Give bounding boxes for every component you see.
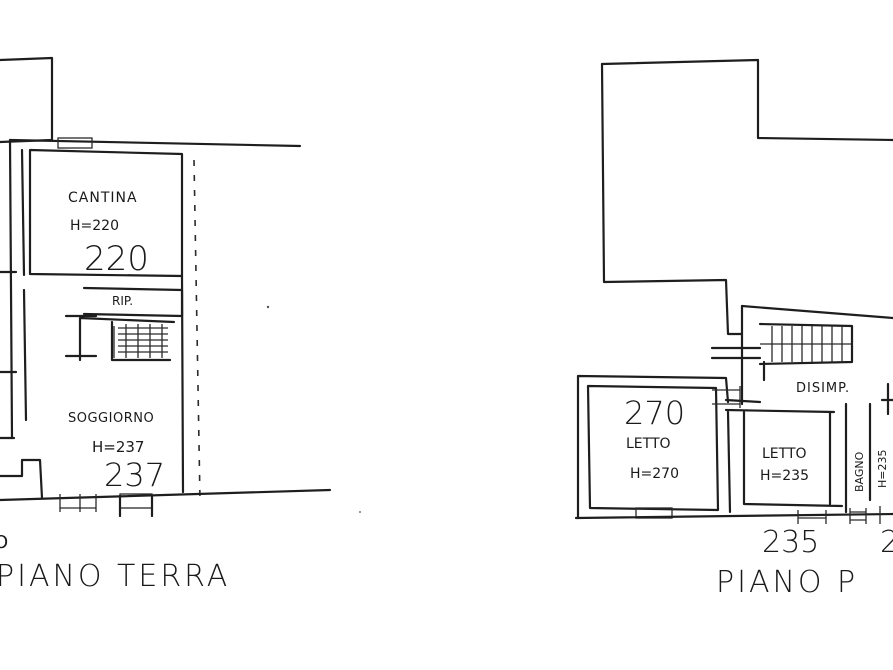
disimpegno-label: DISIMP. xyxy=(796,381,850,396)
ground-floor-left-wall xyxy=(8,138,14,440)
soggiorno-height-label: H=237 xyxy=(92,438,144,456)
bagno-walls xyxy=(844,402,872,514)
cantina-height-label: H=220 xyxy=(70,218,119,234)
bagno-height-label: H=235 xyxy=(876,450,889,488)
cantina-height-value: 220 xyxy=(84,239,149,279)
first-floor-upper-outline xyxy=(600,58,893,142)
letto-1-height-value: 270 xyxy=(624,394,685,432)
letto-1-height-label: H=270 xyxy=(630,466,679,482)
ground-floor-outer-wall xyxy=(0,56,54,144)
cantina-label: CANTINA xyxy=(68,190,138,206)
ground-floor-edge-mark: O xyxy=(0,532,8,553)
ripostiglio-label: RIP. xyxy=(112,294,133,308)
letto-2-walls xyxy=(742,410,844,508)
scan-speck xyxy=(359,511,361,513)
letto-1-label: LETTO xyxy=(626,436,671,452)
ground-floor-right-wall xyxy=(180,274,185,494)
letto-2-height-label: H=235 xyxy=(760,468,809,484)
cantina-window xyxy=(57,137,93,149)
ground-floor-bottom-wall xyxy=(0,488,332,502)
staircase-ground xyxy=(64,314,176,362)
first-floor-bottom-value: 235 xyxy=(762,525,819,560)
first-floor-title: PIANO P xyxy=(716,565,858,600)
bagno-label: BAGNO xyxy=(853,451,866,492)
soggiorno-label: SOGGIORNO xyxy=(68,411,154,426)
letto-2-label: LETTO xyxy=(762,446,807,462)
first-floor-plan: DISIMP. 270 LETTO H=270 LETTO H=235 BAGN… xyxy=(574,58,893,600)
staircase-first-floor xyxy=(710,322,854,382)
ground-floor-top-wall xyxy=(8,138,302,148)
scan-speck xyxy=(266,305,270,309)
first-floor-cut-value: 2 xyxy=(880,525,893,560)
soggiorno-height-value: 237 xyxy=(104,456,165,494)
ground-floor-plan: CANTINA H=220 220 RIP. SOGGIORNO H=237 2… xyxy=(0,56,332,594)
first-floor-bottom-wall xyxy=(574,512,893,520)
ground-floor-title: PIANO TERRA xyxy=(0,559,230,594)
letto-1-walls xyxy=(576,374,732,520)
